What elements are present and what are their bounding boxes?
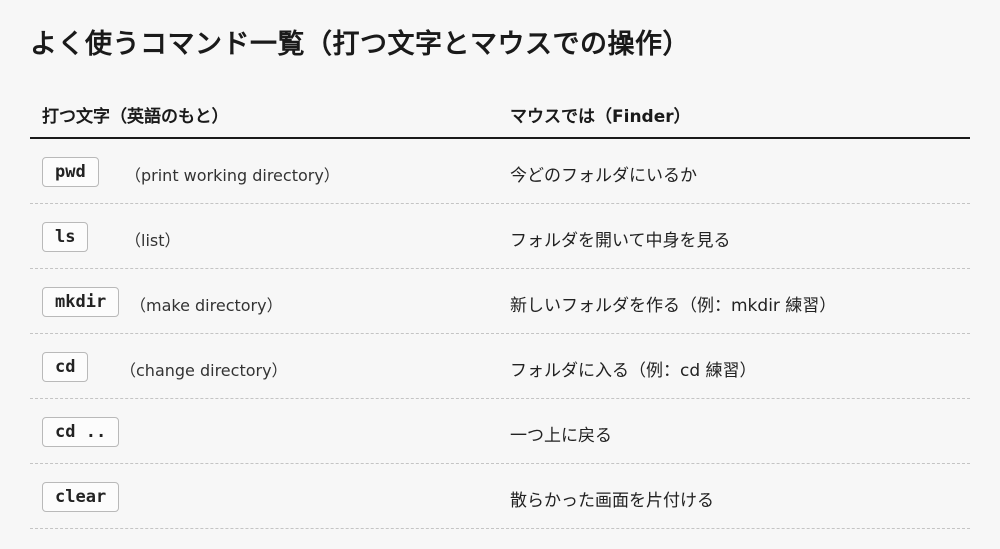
mouse-description: 散らかった画面を片付ける: [510, 491, 714, 511]
table-row: mkdir （make directory） 新しいフォルダを作る（例：mkdi…: [30, 269, 970, 334]
mouse-description: 一つ上に戻る: [510, 426, 612, 446]
command-code: clear: [42, 482, 120, 512]
command-code: cd: [42, 352, 89, 382]
table-row: clear 散らかった画面を片付ける: [30, 464, 970, 529]
command-code: ls: [42, 222, 89, 252]
table-row: ls （list） フォルダを開いて中身を見る: [30, 204, 970, 269]
command-code: cd ..: [42, 417, 120, 447]
header-typed-text: 打つ文字（英語のもと）: [42, 107, 229, 127]
mouse-description: 今どのフォルダにいるか: [510, 166, 697, 186]
table-row: cd .. 一つ上に戻る: [30, 399, 970, 464]
table-row: cd （change directory） フォルダに入る（例：cd 練習）: [30, 334, 970, 399]
page-title: よく使うコマンド一覧（打つ文字とマウスでの操作）: [30, 29, 690, 60]
command-table: 打つ文字（英語のもと） マウスでは（Finder） pwd （print wor…: [30, 88, 970, 529]
mouse-description: 新しいフォルダを作る（例：mkdir 練習）: [510, 296, 837, 316]
mouse-description: フォルダを開いて中身を見る: [510, 231, 731, 251]
table-row: pwd （print working directory） 今どのフォルダにいる…: [30, 139, 970, 204]
table-header: 打つ文字（英語のもと） マウスでは（Finder）: [30, 88, 970, 139]
command-code: mkdir: [42, 287, 120, 317]
english-origin: （change directory）: [120, 361, 288, 380]
english-origin: （list）: [125, 231, 181, 250]
command-code: pwd: [42, 157, 99, 187]
english-origin: （print working directory）: [125, 166, 340, 185]
mouse-description: フォルダに入る（例：cd 練習）: [510, 361, 757, 381]
english-origin: （make directory）: [130, 296, 283, 315]
header-mouse-action: マウスでは（Finder）: [510, 107, 691, 127]
